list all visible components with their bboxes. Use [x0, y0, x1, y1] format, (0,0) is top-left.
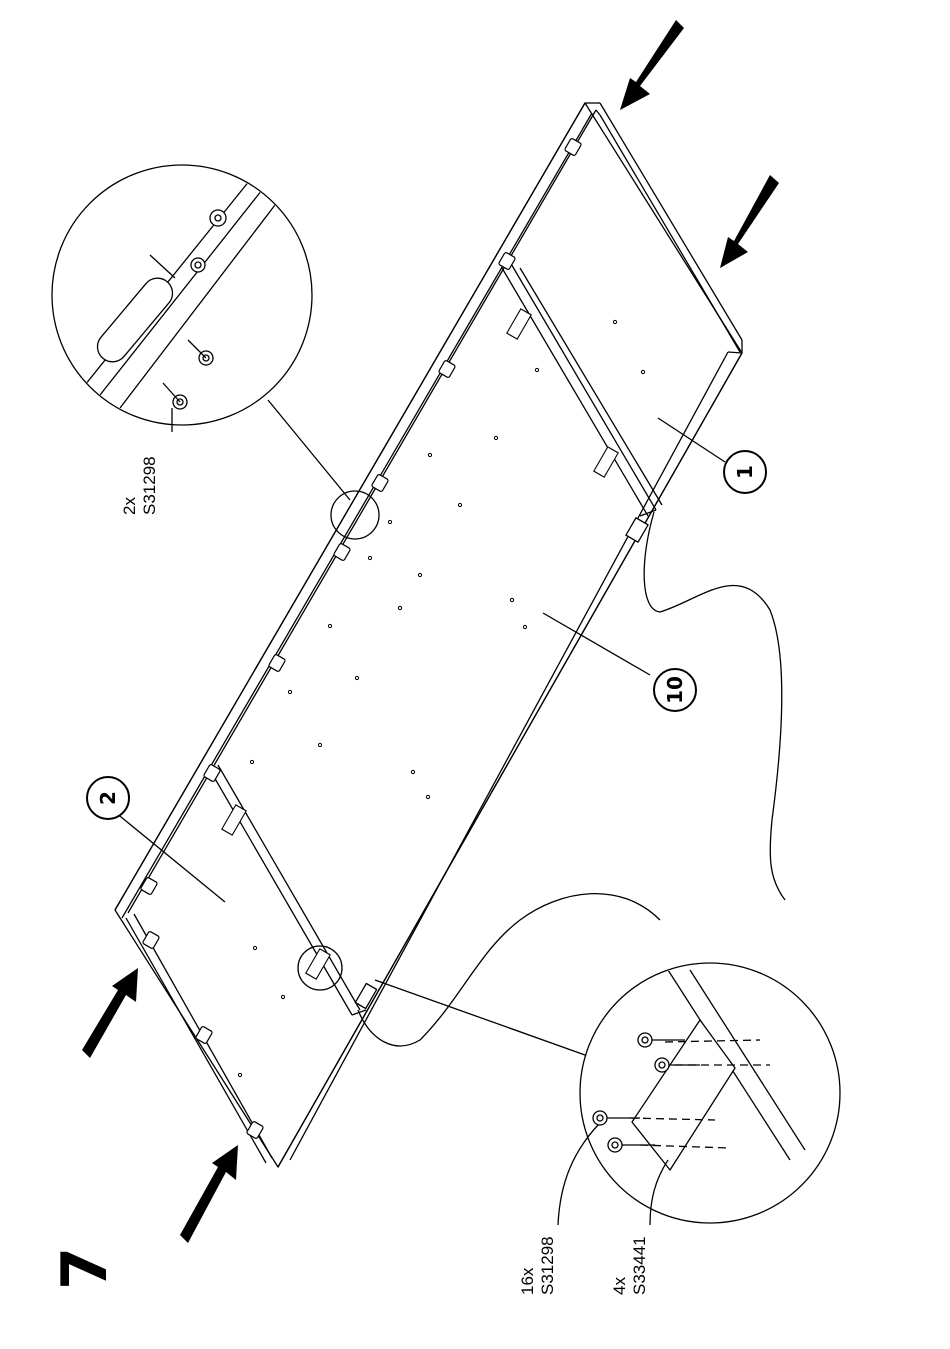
- part-label-2: 2: [96, 791, 120, 805]
- part-label-1: 1: [733, 465, 757, 479]
- detail-bottom-plate-label: 4x S33441: [610, 1236, 650, 1295]
- part-callout-10: 10: [653, 668, 697, 712]
- step-number: 7: [54, 1247, 116, 1290]
- detail-bottom-screw-qty: 16x: [518, 1236, 538, 1295]
- detail-bottom-plate-qty: 4x: [610, 1236, 630, 1295]
- detail-bottom-plate-code: S33441: [630, 1236, 650, 1295]
- detail-top-label: 2x S31298: [120, 456, 160, 515]
- part-label-10: 10: [663, 676, 687, 704]
- detail-circle-top: [52, 165, 312, 425]
- detail-leader-bottom: [375, 980, 585, 1055]
- part-callout-1: 1: [723, 450, 767, 494]
- detail-leader-top: [268, 400, 350, 500]
- detail-top-qty: 2x: [120, 456, 140, 515]
- detail-bottom-screw-code: S31298: [538, 1236, 558, 1295]
- detail-bottom-screw-label: 16x S31298: [518, 1236, 558, 1295]
- part-callout-2: 2: [86, 776, 130, 820]
- detail-top-code: S31298: [140, 456, 160, 515]
